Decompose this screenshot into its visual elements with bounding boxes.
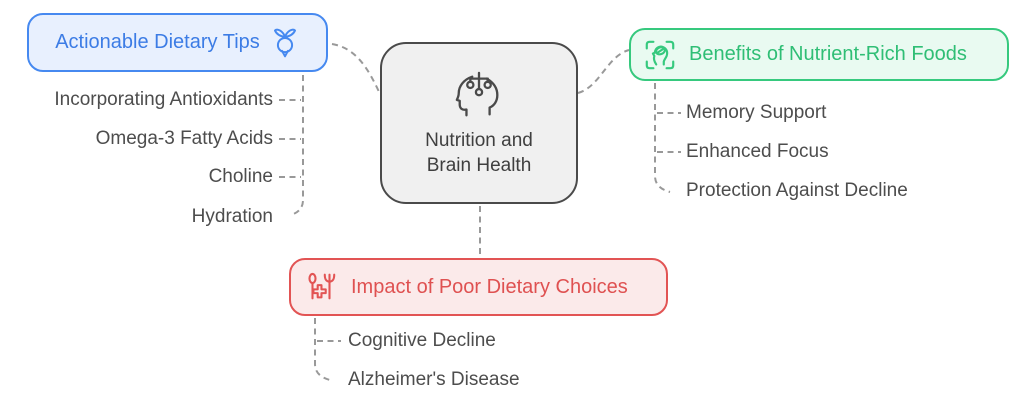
- connector-benefits-stubs: [657, 112, 681, 153]
- branch-impact-label: Impact of Poor Dietary Choices: [351, 275, 628, 298]
- branch-impact-of-poor-dietary-choices[interactable]: Impact of Poor Dietary Choices: [289, 258, 668, 316]
- subtopic-memory-support: Memory Support: [686, 102, 827, 123]
- branch-tips-label: Actionable Dietary Tips: [55, 31, 260, 53]
- radish-icon: [273, 28, 296, 57]
- subtopic-cognitive-decline: Cognitive Decline: [348, 330, 496, 351]
- subtopic-hydration: Hydration: [191, 206, 273, 227]
- branch-benefits-of-nutrient-rich-foods[interactable]: Benefits of Nutrient-Rich Foods: [629, 28, 1009, 81]
- connector-impact-trunk: [314, 318, 331, 381]
- connector-benefits-curve: [577, 49, 630, 94]
- subtopic-choline: Choline: [208, 166, 273, 187]
- subtopic-omega-3-fatty-acids: Omega-3 Fatty Acids: [95, 128, 273, 149]
- connector-tips-trunk: [290, 75, 304, 216]
- central-node-label: Nutrition and Brain Health: [425, 129, 533, 176]
- central-node-nutrition-brain-health[interactable]: Nutrition and Brain Health: [380, 42, 578, 204]
- cutlery-medical-icon: [308, 272, 336, 300]
- branch-benefits-label: Benefits of Nutrient-Rich Foods: [689, 43, 967, 65]
- subtopic-protection-against-decline: Protection Against Decline: [686, 180, 908, 201]
- subtopic-enhanced-focus: Enhanced Focus: [686, 141, 829, 162]
- subtopic-incorporating-antioxidants: Incorporating Antioxidants: [54, 89, 273, 110]
- subtopic-alzheimers-disease: Alzheimer's Disease: [348, 369, 520, 390]
- connector-tips-stubs: [279, 99, 301, 178]
- face-scan-icon: [645, 40, 675, 69]
- head-network-icon: [455, 71, 499, 116]
- connector-tips-curve: [331, 43, 381, 95]
- branch-actionable-dietary-tips[interactable]: Actionable Dietary Tips: [27, 13, 328, 72]
- connector-benefits-trunk: [654, 83, 671, 193]
